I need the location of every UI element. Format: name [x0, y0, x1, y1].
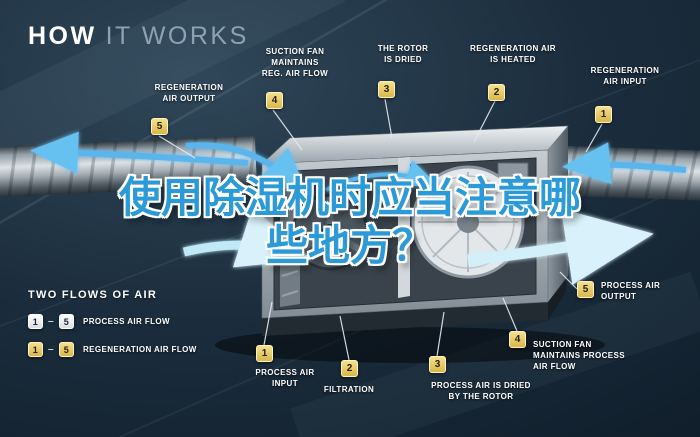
legend-range-dash: –: [48, 344, 54, 355]
label-line: IS HEATED: [490, 54, 536, 64]
internal-flow-arrow: [325, 160, 438, 192]
divider-panel: [398, 157, 410, 298]
label-line: BY THE ROTOR: [448, 391, 514, 401]
callout-regeneration-air-input: REGENERATION AIR INPUT: [578, 66, 672, 88]
step-badge-reg-2: 2: [488, 84, 505, 101]
legend-badge-end: 5: [58, 342, 74, 357]
callout-process-air-dried: PROCESS AIR IS DRIED BY THE ROTOR: [425, 381, 537, 403]
regeneration-output-arrow: [30, 131, 249, 174]
title-how: HOW: [28, 22, 97, 50]
label-line: MAINTAINS: [271, 57, 319, 67]
heater: [497, 162, 529, 180]
step-badge-reg-4: 4: [266, 92, 283, 109]
label-line: MAINTAINS PROCESS: [533, 350, 625, 360]
legend-range-dash: –: [48, 316, 54, 327]
step-badge-proc-2: 2: [341, 360, 358, 377]
label-line: REGENERATION: [590, 66, 660, 75]
legend-process-air-flow: 1 – 5 PROCESS AIR FLOW: [28, 314, 170, 329]
callout-regeneration-air-output: REGENERATION AIR OUTPUT: [141, 83, 237, 105]
legend-label: REGENERATION AIR FLOW: [82, 345, 197, 354]
headline-line2: 些地方？: [265, 221, 434, 269]
legend-label: PROCESS AIR FLOW: [82, 317, 170, 326]
step-badge-proc-3: 3: [429, 356, 446, 373]
callout-suction-fan-process: SUCTION FAN MAINTAINS PROCESS AIR FLOW: [533, 340, 633, 372]
callout-filtration: FILTRATION: [311, 385, 387, 396]
callout-regeneration-air-heated: REGENERATION AIR IS HEATED: [464, 44, 562, 66]
label-line: REGENERATION AIR: [470, 44, 556, 53]
step-badge-proc-4: 4: [509, 331, 526, 348]
label-line: PROCESS AIR: [255, 368, 315, 377]
legend-title: TWO FLOWS OF AIR: [28, 289, 158, 301]
title-it-works: IT WORKS: [105, 22, 249, 50]
callout-process-air-input: PROCESS AIR INPUT: [246, 368, 324, 390]
label-line: PROCESS AIR: [601, 281, 661, 290]
label-line: AIR FLOW: [533, 361, 576, 371]
step-badge-proc-5: 5: [577, 281, 594, 298]
label-line: AIR INPUT: [603, 76, 647, 86]
label-line: SUCTION FAN: [533, 340, 592, 349]
label-line: SUCTION FAN: [265, 47, 325, 56]
label-line: FILTRATION: [323, 385, 375, 394]
leader-lines: [158, 98, 603, 361]
label-line: REGENERATION: [154, 83, 224, 92]
legend-badge-end: 5: [58, 314, 74, 329]
process-input-arrow: [182, 207, 312, 268]
step-badge-reg-5: 5: [151, 118, 168, 135]
callout-rotor-is-dried: THE ROTOR IS DRIED: [360, 44, 446, 66]
callout-suction-fan-reg: SUCTION FAN MAINTAINS REG. AIR FLOW: [250, 47, 340, 79]
step-badge-proc-1: 1: [256, 345, 273, 362]
label-line: IS DRIED: [384, 54, 422, 64]
page-title: HOW IT WORKS: [28, 22, 249, 51]
label-line: AIR OUTPUT: [162, 93, 216, 103]
label-line: OUTPUT: [601, 291, 637, 301]
label-line: THE ROTOR: [377, 44, 429, 53]
unit-shadow: [215, 327, 605, 363]
label-line: INPUT: [272, 378, 298, 388]
step-badge-reg-3: 3: [378, 81, 395, 98]
label-line: REG. AIR FLOW: [261, 68, 329, 78]
intake-arrow: [185, 142, 309, 197]
legend-badge-start: 1: [28, 342, 43, 357]
label-line: PROCESS AIR IS DRIED: [431, 381, 531, 390]
legend-badge-start: 1: [28, 314, 43, 329]
airflow-arrows: [30, 131, 687, 285]
headline: 使用除湿机时应当注意哪 些地方？: [0, 174, 700, 270]
process-output-arrow: [467, 208, 654, 285]
legend-regeneration-air-flow: 1 – 5 REGENERATION AIR FLOW: [28, 342, 197, 357]
headline-line1: 使用除湿机时应当注意哪: [118, 174, 581, 221]
regeneration-input-arrow: [562, 142, 687, 185]
step-badge-reg-1: 1: [595, 106, 612, 123]
dehumidifier-unit: [261, 125, 569, 336]
callout-process-air-output: PROCESS AIR OUTPUT: [601, 281, 683, 303]
